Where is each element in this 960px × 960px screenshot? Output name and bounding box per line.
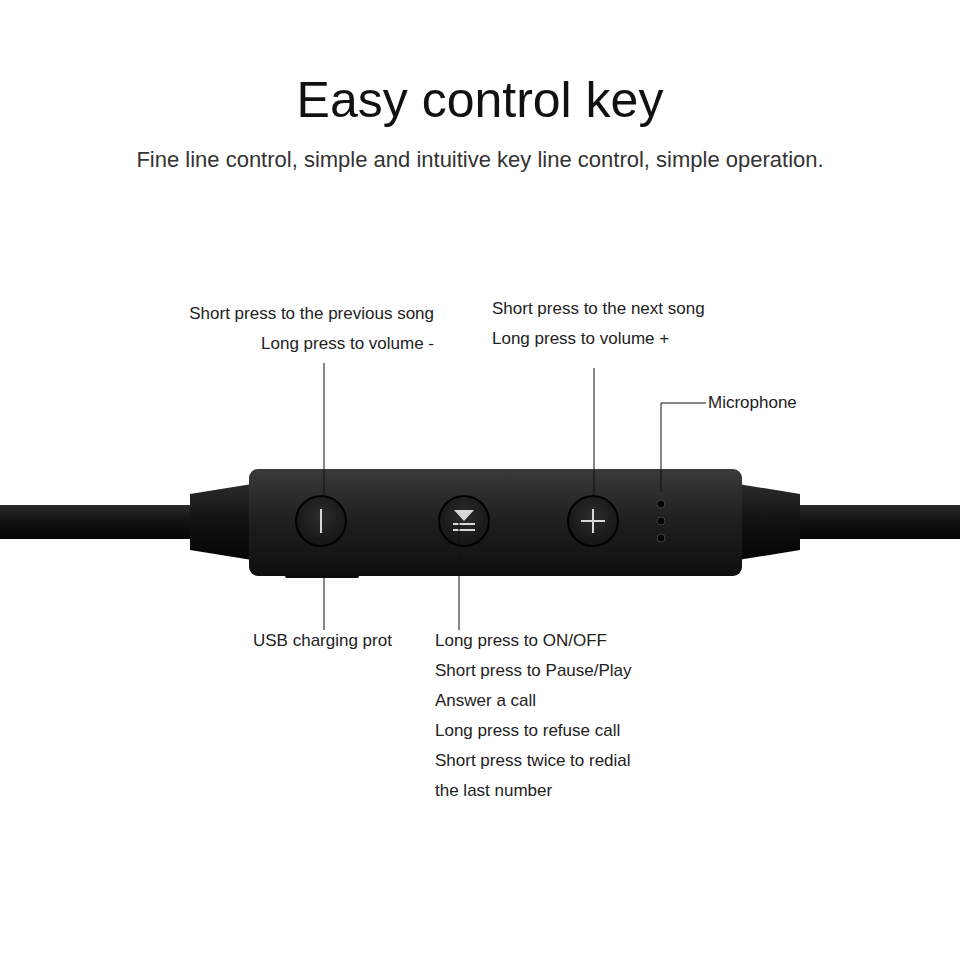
page-subtitle: Fine line control, simple and intuitive … [0, 146, 960, 174]
play-symbol-bar [453, 523, 475, 525]
leader-line [594, 368, 595, 498]
leader-line [324, 578, 325, 630]
callout-label: Short press to the next song [492, 294, 705, 324]
callout-label: Long press to volume + [492, 324, 669, 354]
callout-label: Long press to refuse call [435, 716, 620, 746]
callout-label: Short press to Pause/Play [435, 656, 632, 686]
leader-line [661, 403, 706, 404]
microphone-hole [657, 534, 665, 542]
play-button [439, 496, 489, 546]
strain-relief-right [738, 484, 800, 560]
minus-symbol [320, 509, 322, 533]
play-symbol-bar [453, 529, 475, 531]
play-symbol [454, 510, 474, 521]
cable-left [0, 505, 200, 539]
leader-line [324, 363, 325, 498]
microphone-hole [657, 500, 665, 508]
plus-button [568, 496, 618, 546]
minus-button [296, 496, 346, 546]
strain-relief-left [190, 484, 252, 560]
callout-label: Long press to volume - [261, 329, 434, 359]
callout-label: Microphone [708, 388, 797, 418]
leader-line [661, 403, 662, 492]
leader-line [459, 522, 460, 630]
callout-label: Short press twice to redial the last num… [435, 746, 645, 806]
callout-label: Answer a call [435, 686, 536, 716]
control-box [249, 469, 742, 576]
callout-label: Short press to the previous song [189, 299, 434, 329]
page-title: Easy control key [0, 70, 960, 130]
plus-symbol [592, 509, 594, 533]
callout-label: Long press to ON/OFF [435, 626, 607, 656]
microphone-hole [657, 517, 665, 525]
callout-label: USB charging prot [253, 626, 392, 656]
cable-right [790, 505, 960, 539]
